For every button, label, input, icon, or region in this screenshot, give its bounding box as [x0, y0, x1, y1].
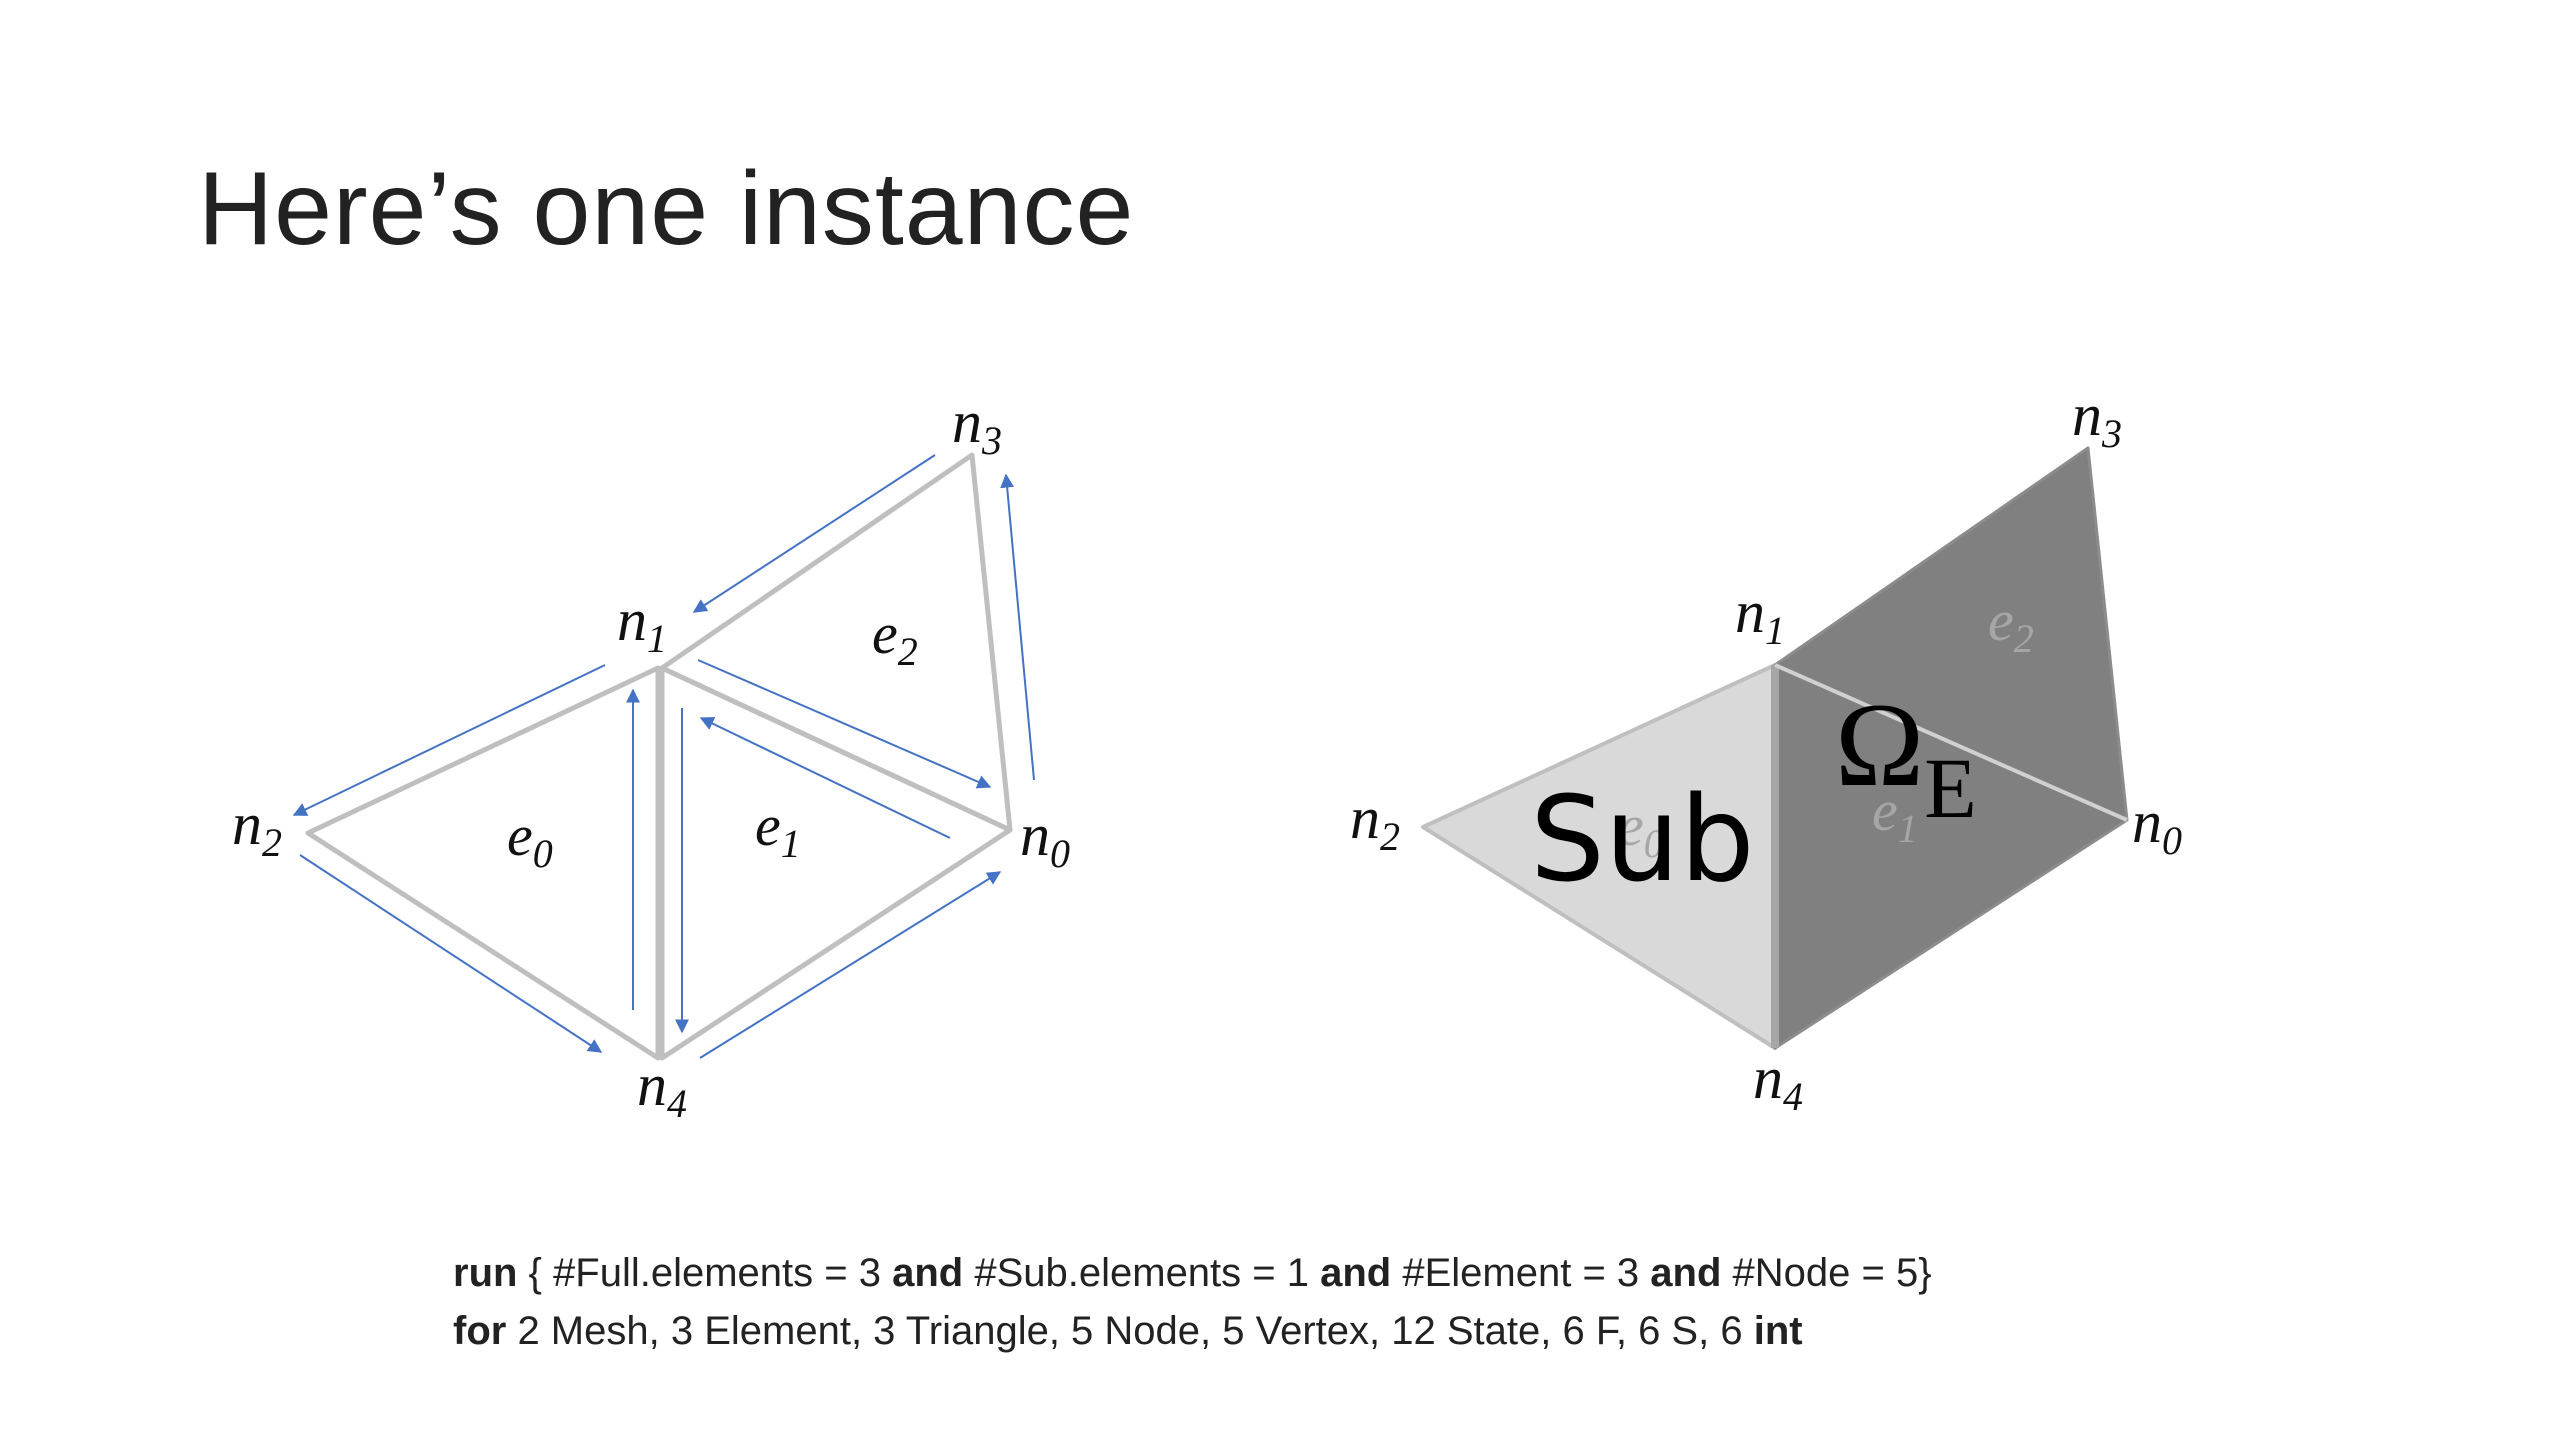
left-node-labels: n3 n1 n2 n0 n4 — [232, 389, 1070, 1126]
arrow-n4-n0 — [699, 871, 1002, 1059]
slide-title: Here’s one instance — [198, 151, 1135, 267]
left-triangle-e0 — [305, 665, 661, 1061]
left-element-e1: e1 — [755, 793, 801, 866]
keyword-and: and — [892, 1251, 964, 1295]
arrow-n2-n4 — [299, 854, 603, 1053]
omega-region-label: ΩE — [1835, 678, 1977, 836]
arrow-n0-n3 — [1000, 473, 1035, 781]
left-mesh: n3 n1 n2 n0 n4 e0 e1 e2 — [232, 389, 1070, 1126]
code-text: #Node = 5} — [1721, 1251, 1932, 1295]
right-node-n4: n4 — [1753, 1045, 1803, 1119]
code-text: #Sub.elements = 1 — [963, 1251, 1321, 1295]
left-element-e0: e0 — [507, 803, 553, 876]
right-node-n3: n3 — [2072, 382, 2122, 456]
left-node-n0: n0 — [1020, 802, 1070, 876]
arrow-n1-n2 — [292, 664, 606, 816]
right-node-n0: n0 — [2132, 789, 2182, 863]
right-node-n1: n1 — [1735, 579, 1785, 653]
left-node-n4: n4 — [637, 1052, 687, 1126]
left-edges — [305, 452, 1013, 1061]
arrow-n3-n1 — [692, 454, 936, 613]
alloy-run-command: run { #Full.elements = 3 and #Sub.elemen… — [453, 1244, 1932, 1360]
code-line-for: for 2 Mesh, 3 Element, 3 Triangle, 5 Nod… — [453, 1302, 1932, 1360]
right-element-labels: e0 e1 e2 — [1618, 588, 2034, 866]
left-node-n2: n2 — [232, 791, 282, 865]
right-edge-n1-n0 — [1774, 663, 2128, 822]
code-text: #Element = 3 — [1391, 1251, 1651, 1295]
keyword-and: and — [1320, 1251, 1392, 1295]
left-triangle-e1 — [659, 665, 1013, 1061]
left-node-n3: n3 — [952, 389, 1002, 463]
left-node-n1: n1 — [617, 587, 667, 661]
arrow-n0-n1 — [699, 717, 951, 839]
code-text: 2 Mesh, 3 Element, 3 Triangle, 5 Node, 5… — [506, 1309, 1754, 1353]
left-flow-arrows — [292, 454, 1035, 1059]
keyword-and: and — [1650, 1251, 1722, 1295]
code-text: { #Full.elements = 3 — [517, 1251, 893, 1295]
right-node-n2: n2 — [1350, 785, 1400, 859]
keyword-int: int — [1753, 1309, 1803, 1353]
arrow-n1-n0 — [697, 659, 992, 789]
right-element-e2: e2 — [1988, 588, 2034, 661]
right-element-e1: e1 — [1872, 778, 1918, 851]
left-element-labels: e0 e1 e2 — [507, 601, 918, 876]
keyword-run: run — [453, 1251, 518, 1295]
sub-region-label: Sub — [1530, 770, 1755, 908]
keyword-for: for — [453, 1309, 507, 1353]
left-element-e2: e2 — [872, 601, 918, 674]
right-element-e0: e0 — [1618, 793, 1664, 866]
right-mesh: e0 e1 e2 Sub ΩE n3 n1 n2 n0 n4 — [1350, 382, 2182, 1119]
code-line-run: run { #Full.elements = 3 and #Sub.elemen… — [453, 1244, 1932, 1302]
right-node-labels: n3 n1 n2 n0 n4 — [1350, 382, 2182, 1119]
left-triangle-e2 — [659, 452, 1013, 833]
